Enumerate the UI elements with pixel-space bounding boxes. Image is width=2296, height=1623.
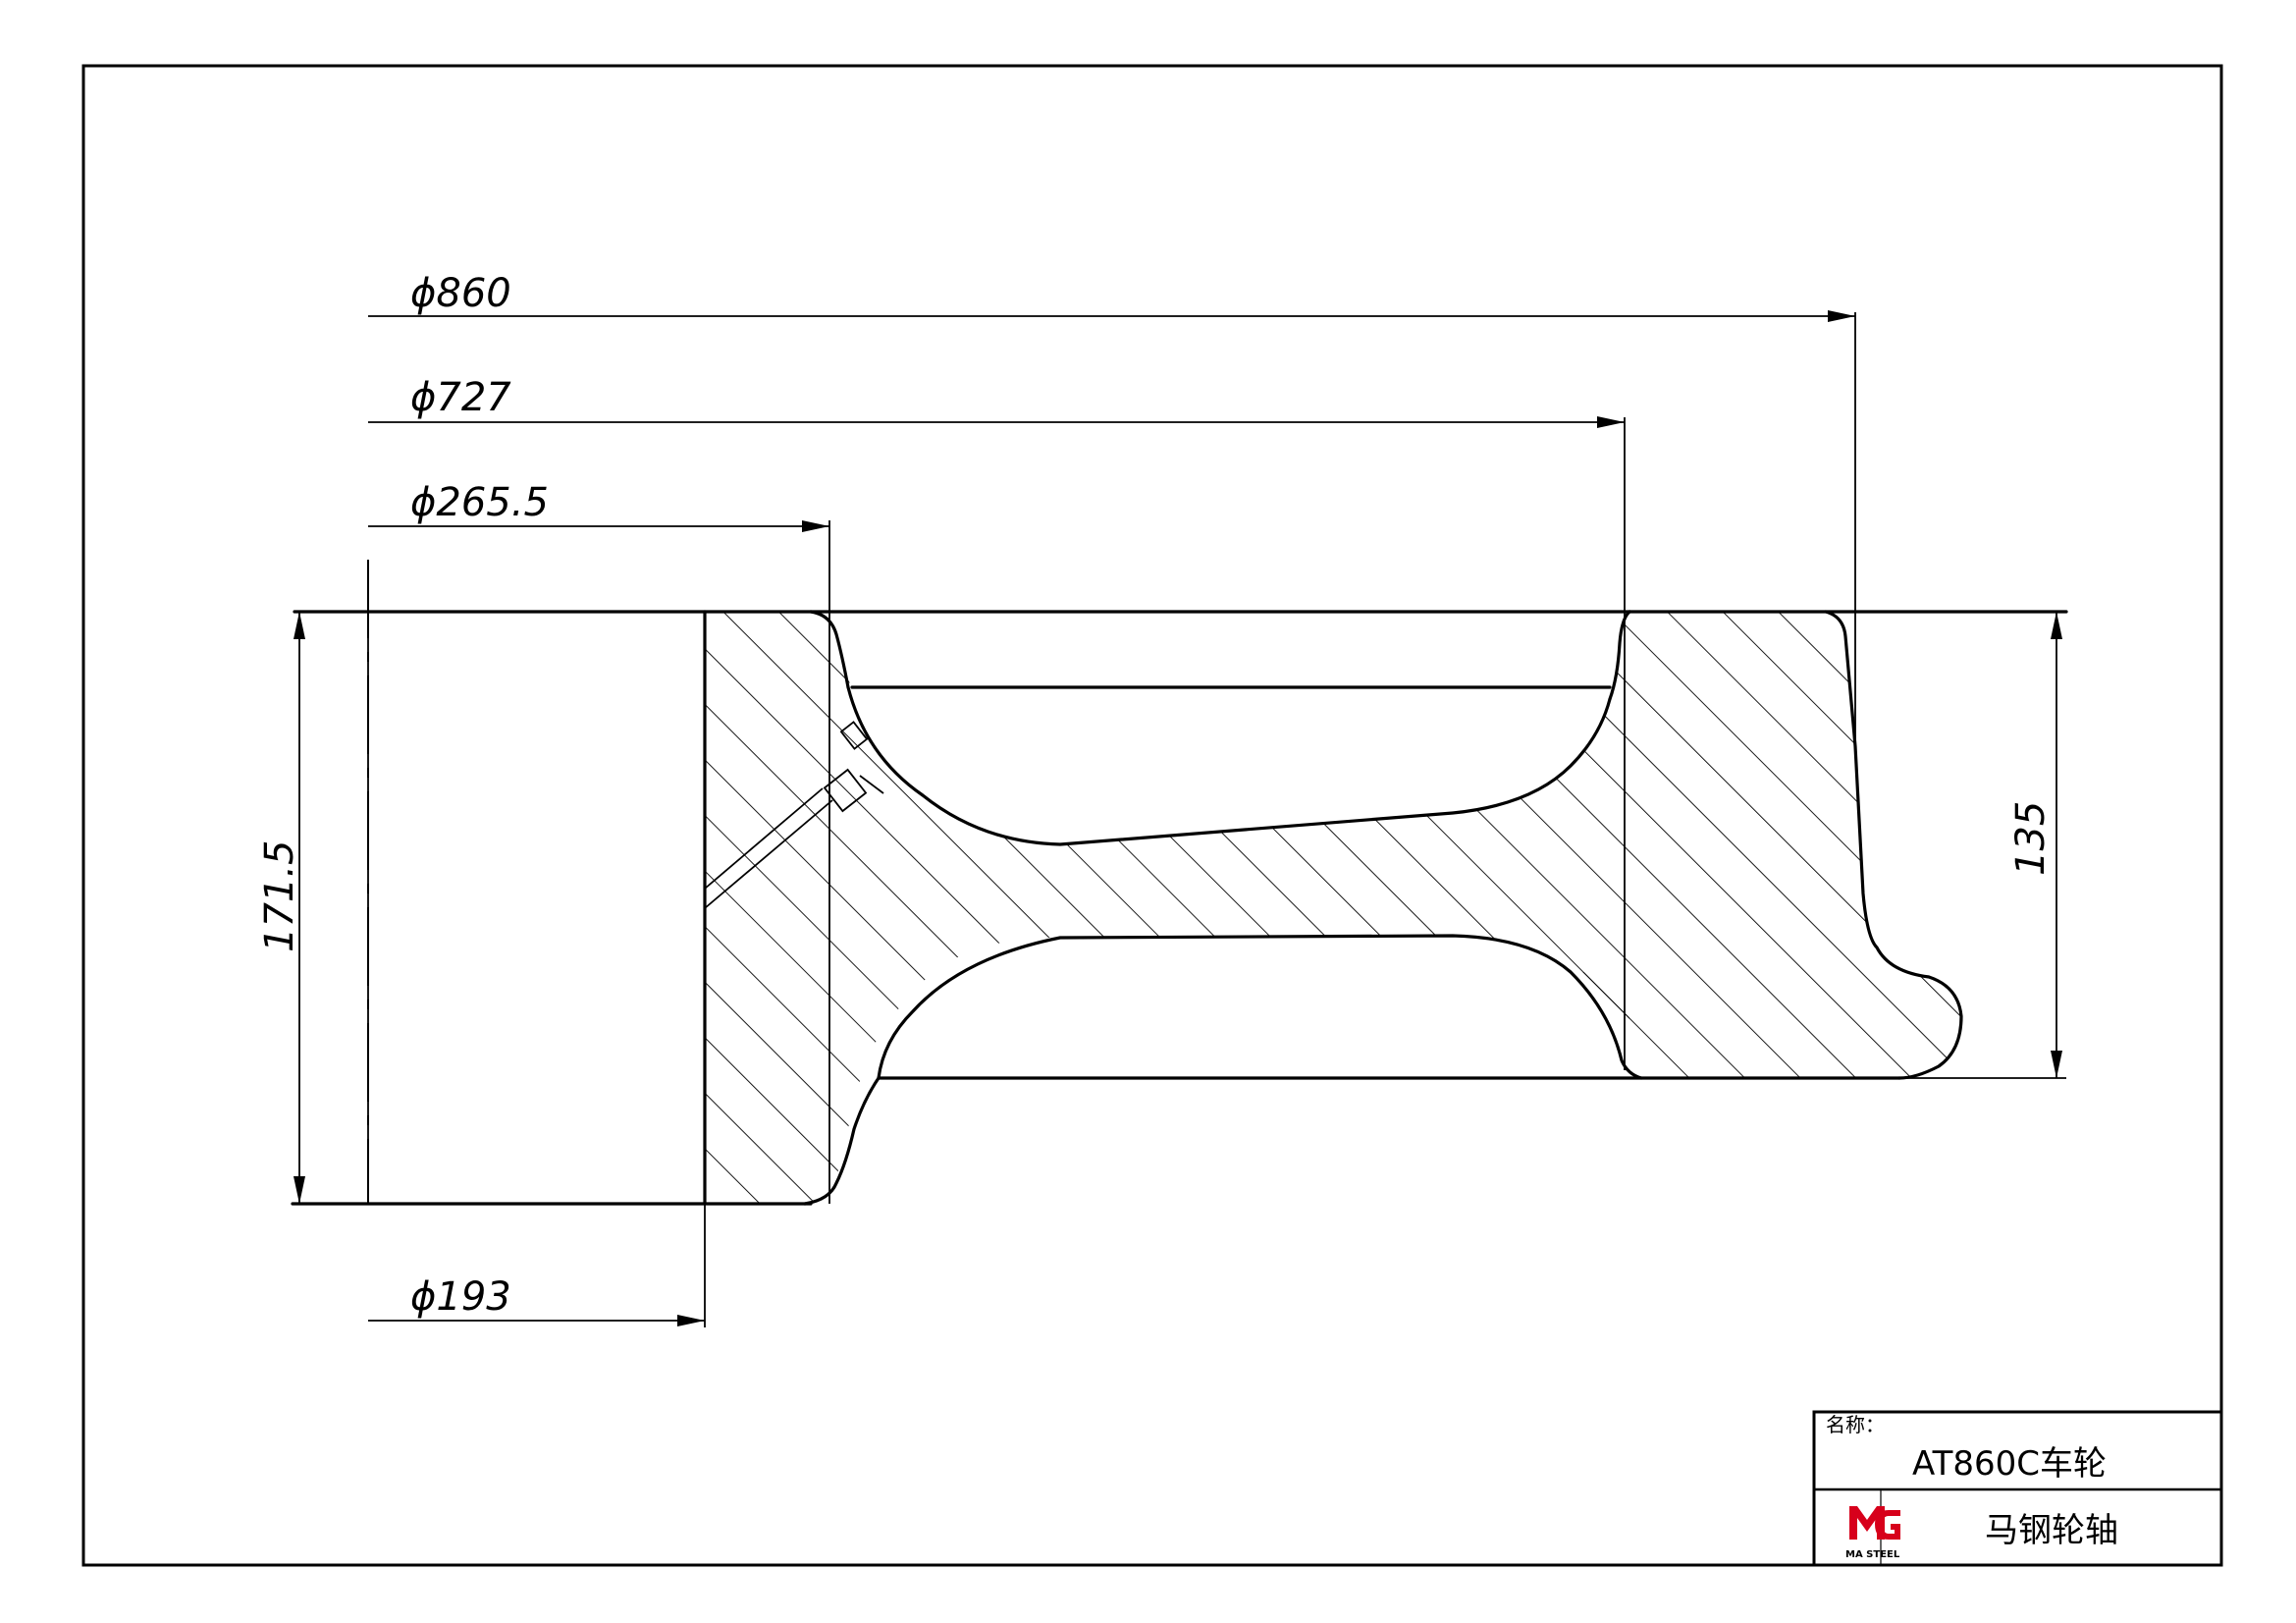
part-name: AT860C车轮 <box>1912 1444 2107 1484</box>
web-section-hatch <box>1041 699 1629 1072</box>
extension-lines <box>293 312 2066 1327</box>
dim-860-label: ϕ860 <box>410 271 511 316</box>
dim-193-label: ϕ193 <box>410 1274 511 1320</box>
logo-caption: MA STEEL <box>1845 1549 1900 1560</box>
dim-265-label: ϕ265.5 <box>410 480 549 525</box>
logo-mark <box>1849 1506 1885 1540</box>
title-block: 名称： AT860C车轮 MA STEEL 马钢轮轴 <box>1812 1410 2223 1567</box>
sheet-frame <box>81 64 2223 1567</box>
wheel-outline <box>291 610 2068 1206</box>
dim-171-label: 171.5 <box>257 839 302 952</box>
dimension-lines <box>294 310 2062 1326</box>
wheel-cross-section <box>705 612 1961 1204</box>
title-name-label: 名称： <box>1826 1413 1885 1436</box>
company-name: 马钢轮轴 <box>1985 1511 2118 1550</box>
masteel-logo: MA STEEL <box>1845 1506 1900 1560</box>
dim-135-label: 135 <box>2008 801 2054 876</box>
hub-section-hatch <box>705 612 1041 1204</box>
grease-hole-detail <box>704 721 884 909</box>
dim-727-label: ϕ727 <box>410 375 511 420</box>
rim-section-hatch <box>1580 612 1961 1078</box>
